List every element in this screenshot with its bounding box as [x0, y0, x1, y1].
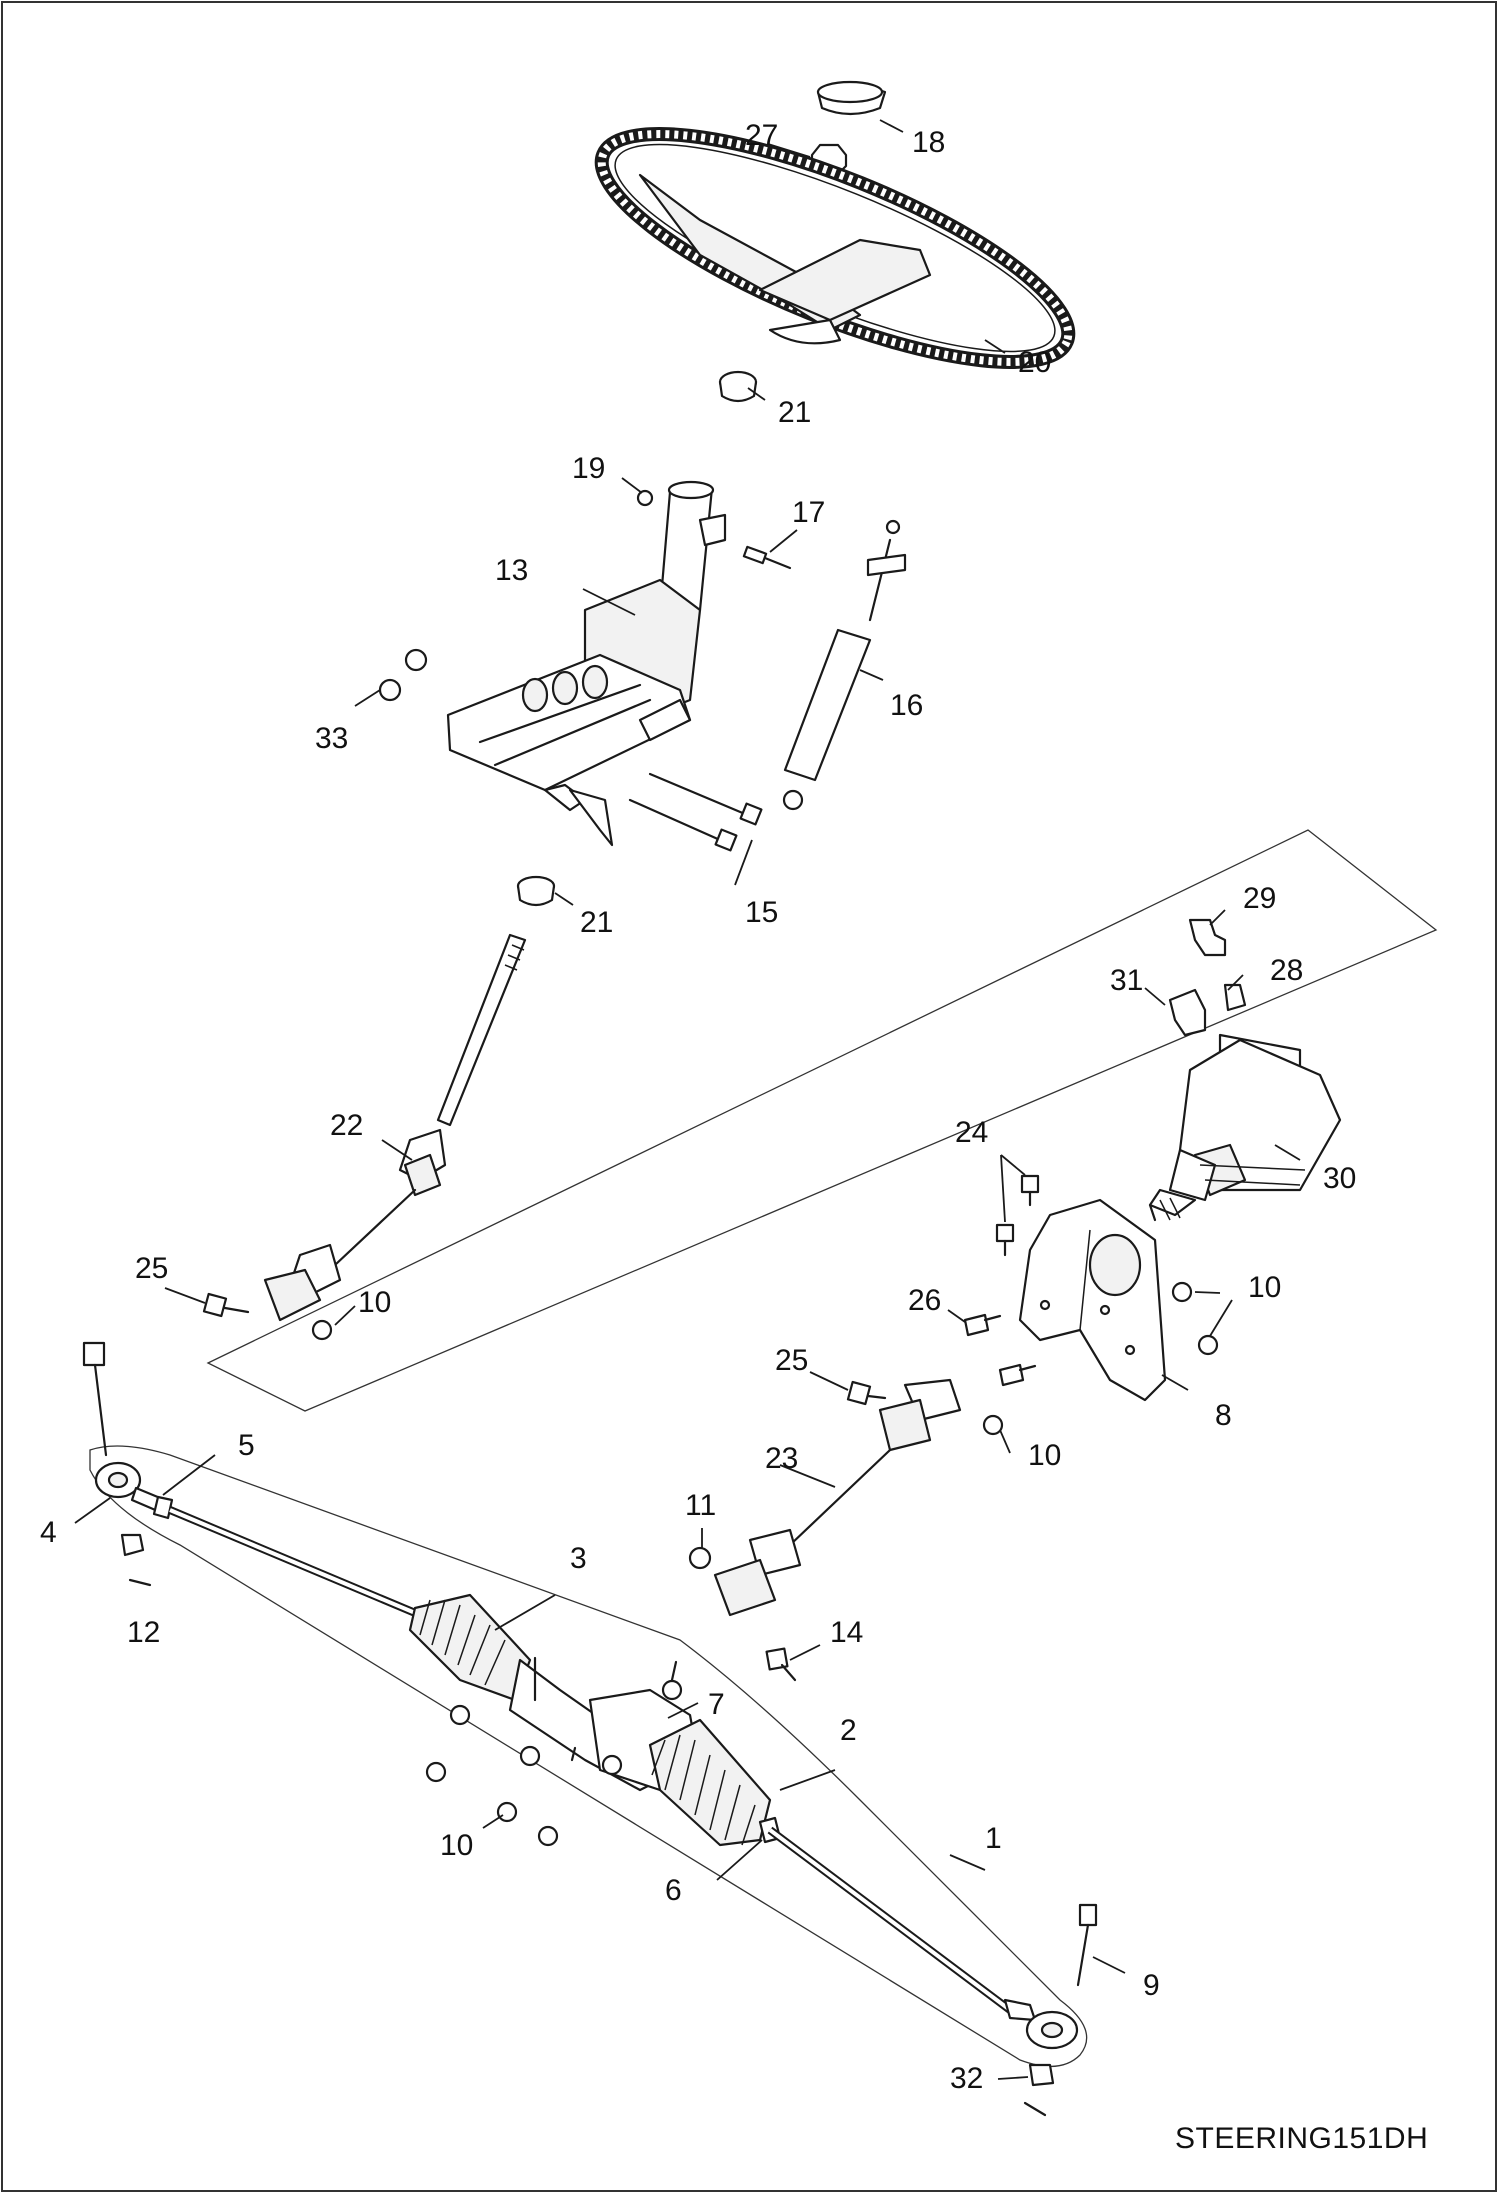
callout-6: 6	[665, 1874, 682, 1907]
nut-10-c-part	[1197, 1334, 1219, 1356]
bolt-24-part	[995, 1174, 1040, 1257]
steering-rack-group-outline	[89, 1445, 1088, 2068]
steering-column-group-outline	[206, 829, 1438, 1412]
callout-2: 2	[840, 1714, 857, 1747]
nut-33-part	[378, 648, 428, 702]
callout-19: 19	[572, 452, 605, 485]
nut-10-rack-part	[425, 1704, 623, 1847]
gas-spring-part	[782, 519, 907, 811]
callout-16: 16	[890, 689, 923, 722]
horn-cap-part	[816, 80, 887, 116]
callout-labels: 1 2 3 4 5 6 7 8 9 10 10 10 10 11 12 13 1…	[40, 119, 1356, 2095]
callout-7: 7	[708, 1688, 725, 1721]
column-bushing-bottom-part	[516, 875, 556, 907]
column-bushing-top-part	[718, 370, 758, 403]
bolts-15-part	[628, 772, 763, 852]
jam-nut-5-part	[152, 1495, 174, 1520]
nut-10-b-part	[1171, 1281, 1193, 1303]
bolt-17-part	[742, 545, 792, 570]
callout-22: 22	[330, 1109, 363, 1142]
callout-5: 5	[238, 1429, 255, 1462]
callout-30: 30	[1323, 1162, 1356, 1195]
tie-rod-bolt-left-part	[82, 1341, 108, 1457]
callout-27: 27	[745, 119, 778, 152]
callout-9: 9	[1143, 1969, 1160, 2002]
callout-32: 32	[950, 2062, 983, 2095]
nut-11-part	[688, 1546, 712, 1570]
nut-10-d-part	[982, 1414, 1004, 1436]
callout-10-c: 10	[1028, 1439, 1061, 1472]
callout-3: 3	[570, 1542, 587, 1575]
callout-21-top: 21	[778, 396, 811, 429]
nut-19-part	[636, 489, 654, 507]
callout-17: 17	[792, 496, 825, 529]
castle-nut-12-part	[120, 1533, 152, 1587]
steering-wheel-part	[594, 127, 1076, 369]
callout-4: 4	[40, 1516, 57, 1549]
callout-29: 29	[1243, 882, 1276, 915]
rack-boot-left-part	[408, 1593, 532, 1702]
fitting-31-part	[1168, 988, 1207, 1037]
callout-24: 24	[955, 1116, 988, 1149]
callout-11: 11	[685, 1489, 716, 1522]
steering-shaft-part	[263, 933, 527, 1322]
bolt-25-left-part	[202, 1292, 250, 1318]
callout-26: 26	[908, 1284, 941, 1317]
callout-31: 31	[1110, 964, 1143, 997]
castle-nut-32-part	[1023, 2063, 1055, 2117]
diagram-caption: STEERING151DH	[1175, 2122, 1428, 2155]
callout-12: 12	[127, 1616, 160, 1649]
callout-13: 13	[495, 554, 528, 587]
tilt-bracket-part	[446, 480, 727, 847]
intermediate-shaft-part	[713, 1378, 962, 1617]
callout-1: 1	[985, 1822, 1002, 1855]
callout-8: 8	[1215, 1399, 1232, 1432]
callout-14: 14	[830, 1616, 863, 1649]
callout-10-d: 10	[1248, 1271, 1281, 1304]
callout-20: 20	[1018, 346, 1051, 379]
rack-boot-right-part	[648, 1718, 772, 1847]
bolt-25-right-part	[846, 1380, 887, 1406]
tie-rod-bolt-right-part	[1076, 1903, 1098, 1987]
callout-23: 23	[765, 1442, 798, 1475]
tie-rod-end-left-part	[94, 1461, 167, 1514]
steering-valve-part	[1148, 1033, 1342, 1222]
leader-lines	[74, 119, 1301, 2080]
callout-15: 15	[745, 896, 778, 929]
callout-25-a: 25	[135, 1252, 168, 1285]
callout-18: 18	[912, 126, 945, 159]
callout-25-b: 25	[775, 1344, 808, 1377]
callout-21-bottom: 21	[580, 906, 613, 939]
nut-10-a-part	[311, 1319, 333, 1341]
callout-28: 28	[1270, 954, 1303, 987]
fitting-28-part	[1223, 983, 1247, 1012]
callout-10-a: 10	[358, 1286, 391, 1319]
mounting-bracket-part	[1018, 1198, 1167, 1402]
fitting-29-part	[1188, 918, 1227, 957]
callout-33: 33	[315, 722, 348, 755]
bolt-14-part	[765, 1647, 797, 1682]
callout-10-b: 10	[440, 1829, 473, 1862]
tie-rod-end-right-part	[1003, 1998, 1079, 2050]
stud-26-part	[963, 1313, 1037, 1387]
